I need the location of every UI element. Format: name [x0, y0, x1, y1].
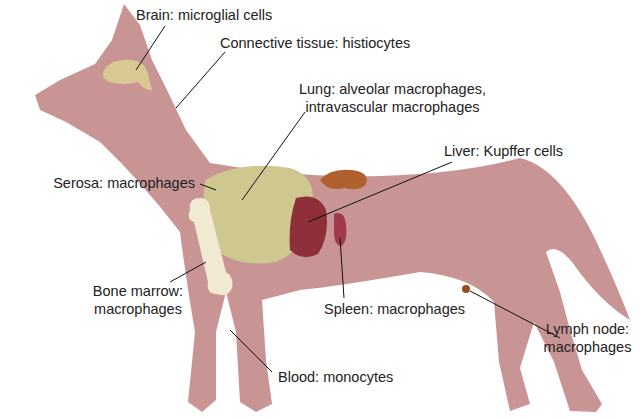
leader-line — [200, 184, 216, 190]
organ-label: Liver: Kupffer cells — [444, 142, 563, 160]
lymph-node — [462, 285, 470, 293]
leader-line — [170, 262, 206, 282]
organ-label: Lymph node: macrophages — [540, 320, 635, 356]
leader-line — [242, 112, 305, 200]
dog-silhouette — [35, 4, 630, 412]
organ-label: Lung: alveolar macrophages, intravascula… — [285, 80, 500, 116]
organ-label: Connective tissue: histiocytes — [220, 34, 410, 52]
leader-line — [176, 52, 225, 108]
organ-label: Brain: microglial cells — [136, 6, 272, 24]
organ-label: Blood: monocytes — [278, 368, 393, 386]
kidney — [320, 170, 367, 190]
leader-line — [340, 238, 344, 298]
bone — [189, 198, 233, 295]
organ-label: Serosa: macrophages — [40, 174, 195, 192]
organ-label: Spleen: macrophages — [324, 300, 465, 318]
leader-line — [308, 162, 452, 222]
leader-line — [230, 330, 272, 372]
leader-line — [136, 26, 165, 70]
organ-label: Bone marrow: macrophages — [78, 282, 198, 318]
liver — [290, 197, 327, 258]
brain — [103, 60, 152, 91]
